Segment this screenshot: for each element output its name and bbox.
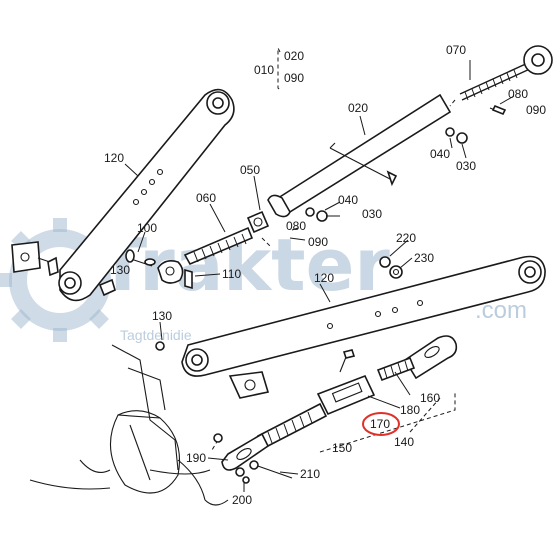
label-110: 110 (222, 267, 241, 281)
pin-group-220 (379, 256, 403, 279)
label-130-a: 130 (110, 263, 130, 277)
pin-group-top (445, 104, 507, 144)
label-140: 140 (394, 435, 414, 449)
label-120-top: 120 (104, 151, 124, 165)
callout-010-bracket (277, 47, 281, 91)
label-220: 220 (396, 231, 416, 245)
tractor-body-sketch (29, 344, 229, 506)
left-bracket (11, 241, 59, 277)
label-020: 020 (348, 101, 368, 115)
label-040-a: 040 (430, 147, 450, 161)
lift-arm-upper (58, 88, 235, 302)
label-030-a: 030 (456, 159, 476, 173)
label-120-bottom: 120 (314, 271, 334, 285)
label-030-b: 030 (362, 207, 382, 221)
label-080-right: 080 (508, 87, 528, 101)
threaded-shaft (157, 210, 271, 290)
label-150: 150 (332, 441, 352, 455)
top-link (267, 45, 553, 218)
label-100: 100 (137, 221, 157, 235)
label-230: 230 (414, 251, 434, 265)
label-010: 010 (254, 63, 274, 77)
label-090-right: 090 (526, 103, 546, 117)
pin-100 (98, 249, 156, 297)
label-130-b: 130 (152, 309, 172, 323)
label-050: 050 (240, 163, 260, 177)
label-090-top: 090 (284, 71, 304, 85)
label-190: 190 (186, 451, 206, 465)
label-040-b: 040 (338, 193, 358, 207)
callout-labels: 010 020 090 070 080 090 020 040 030 120 … (104, 43, 546, 507)
turnbuckle-assembly (211, 335, 458, 484)
label-180: 180 (400, 403, 420, 417)
lift-arm-lower (155, 255, 546, 399)
label-090-b: 090 (308, 235, 328, 249)
label-160: 160 (420, 391, 440, 405)
label-200: 200 (232, 493, 252, 507)
label-170: 170 (370, 417, 390, 431)
leader-lines (124, 60, 515, 492)
label-210: 210 (300, 467, 320, 481)
highlight-170 (362, 412, 400, 436)
watermark-tagline: Tagtdenidie (120, 327, 192, 343)
label-020-top: 020 (284, 49, 304, 63)
label-070: 070 (446, 43, 466, 57)
label-060: 060 (196, 191, 216, 205)
pin-group-center (305, 207, 328, 222)
label-080-b: 080 (286, 219, 306, 233)
